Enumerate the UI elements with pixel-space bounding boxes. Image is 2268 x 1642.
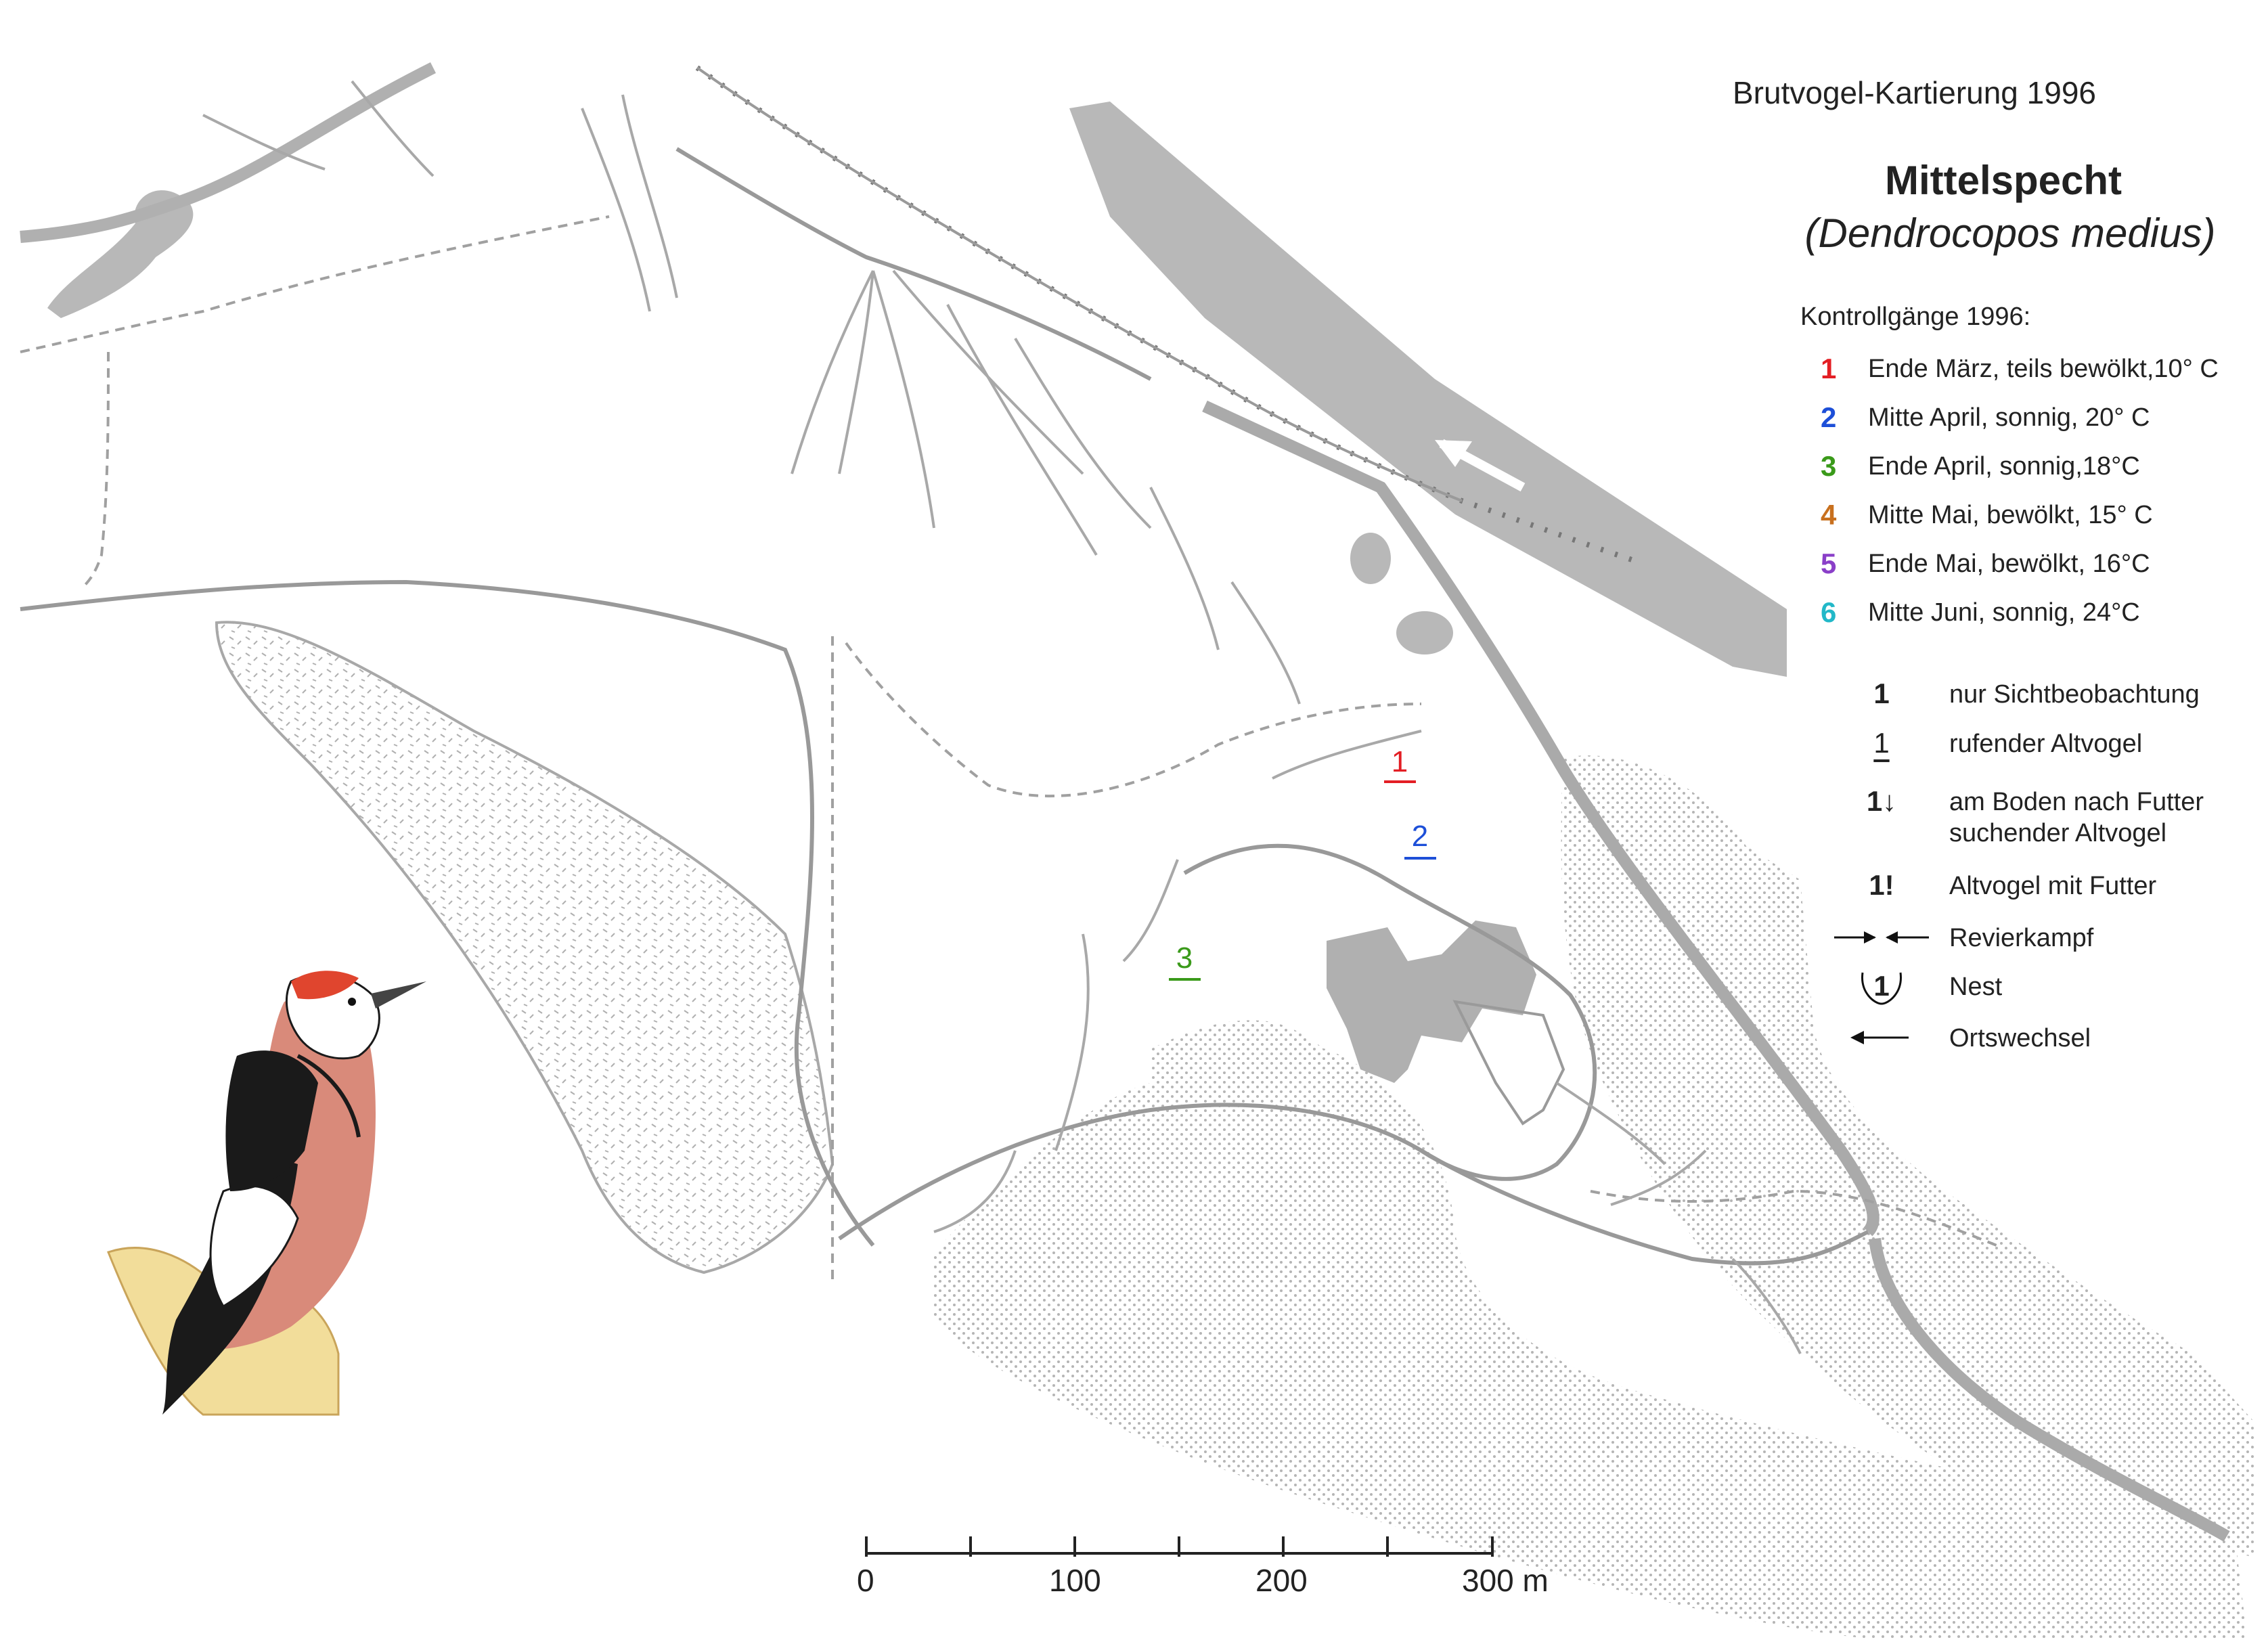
carrying-food-symbol: 1! <box>1869 869 1894 901</box>
forest-area-central <box>1151 1020 1421 1218</box>
scale-label-200: 200 <box>1255 1563 1308 1598</box>
control-walk-5: 5 Ende Mai, bewölkt, 16°C <box>1821 547 2150 581</box>
calling-bird-symbol: 1 <box>1873 727 1890 759</box>
sighting-symbol: 1 <box>1873 678 1890 709</box>
river <box>1069 102 1787 677</box>
trail-northwest <box>20 215 610 353</box>
control-walk-number: 3 <box>1821 450 1837 482</box>
control-walk-4: 4 Mitte Mai, bewölkt, 15° C <box>1821 498 2153 532</box>
foraging-symbol: 1↓ <box>1866 785 1897 817</box>
control-walk-6: 6 Mitte Juni, sonnig, 24°C <box>1821 596 2140 629</box>
river-flow-arrowhead <box>1435 440 1472 467</box>
observation-3-mark: 3 <box>1176 941 1193 975</box>
symbol-label: Altvogel mit Futter <box>1949 872 2157 900</box>
trail-west <box>80 351 110 590</box>
trail-southeast <box>1590 1189 1997 1247</box>
forest-area-south <box>934 1044 2247 1638</box>
control-walk-number: 4 <box>1821 499 1837 531</box>
control-walk-3: 3 Ende April, sonnig,18°C <box>1821 449 2140 483</box>
pond-east-2 <box>1396 611 1453 654</box>
path-building-loop <box>1183 843 1597 1181</box>
trail-central <box>845 642 1422 798</box>
control-walk-number: 2 <box>1821 401 1837 433</box>
species-latin-name: (Dendrocopos medius) <box>1804 210 2216 256</box>
control-walk-label: Mitte Mai, bewölkt, 15° C <box>1868 500 2153 529</box>
main-road-southeast <box>1869 1237 2230 1542</box>
path-southwest-road <box>838 1103 1869 1266</box>
pond-northwest <box>47 190 194 318</box>
territory-fight-icon <box>1827 917 1936 958</box>
control-walk-label: Ende März, teils bewölkt,10° C <box>1868 354 2219 383</box>
stream-northwest <box>20 62 437 243</box>
observation-2-mark: 2 <box>1412 820 1428 853</box>
path-west-loop <box>20 579 875 1247</box>
scale-label-300m: 300 m <box>1462 1563 1549 1598</box>
control-walk-number: 5 <box>1821 548 1837 579</box>
scale-bar <box>865 1536 1494 1557</box>
control-walks-title: Kontrollgänge 1996: <box>1800 303 2031 331</box>
building-annex <box>1452 1000 1565 1126</box>
survey-title: Brutvogel-Kartierung 1996 <box>1733 75 2096 110</box>
symbol-label: nur Sichtbeobachtung <box>1949 680 2200 709</box>
control-walk-label: Ende Mai, bewölkt, 16°C <box>1868 549 2150 578</box>
species-name: Mittelspecht <box>1884 158 2122 203</box>
observation-1-mark: 1 <box>1392 745 1408 778</box>
middle-spotted-woodpecker-illustration <box>107 971 426 1416</box>
control-walk-label: Mitte April, sonnig, 20° C <box>1868 403 2150 432</box>
scale-label-0: 0 <box>857 1563 874 1598</box>
control-walk-label: Ende April, sonnig,18°C <box>1868 451 2140 481</box>
nest-symbol: 1 <box>1827 966 1936 1006</box>
relocation-arrow-icon <box>1827 1017 1936 1058</box>
symbol-label: rufender Altvogel <box>1949 730 2143 758</box>
building-complex <box>1327 920 1536 1083</box>
railway-rail <box>696 66 1463 502</box>
forest-area-east <box>1561 755 2254 1557</box>
scale-label-100: 100 <box>1049 1563 1101 1598</box>
symbol-label: Revierkampf <box>1949 924 2094 952</box>
control-walk-number: 6 <box>1821 596 1837 628</box>
meadow-area <box>215 621 835 1274</box>
control-walk-1: 1 Ende März, teils bewölkt,10° C <box>1821 352 2219 386</box>
control-walk-number: 1 <box>1821 353 1837 384</box>
path-north <box>675 147 1152 381</box>
symbol-label: Nest <box>1949 973 2003 1001</box>
main-road-east <box>1202 400 1880 1237</box>
pond-east-1 <box>1350 533 1391 584</box>
slope-hachures <box>202 80 1802 1354</box>
control-walk-label: Mitte Juni, sonnig, 24°C <box>1868 598 2140 627</box>
symbol-label: Ortswechsel <box>1949 1024 2091 1052</box>
control-walk-2: 2 Mitte April, sonnig, 20° C <box>1821 401 2150 435</box>
